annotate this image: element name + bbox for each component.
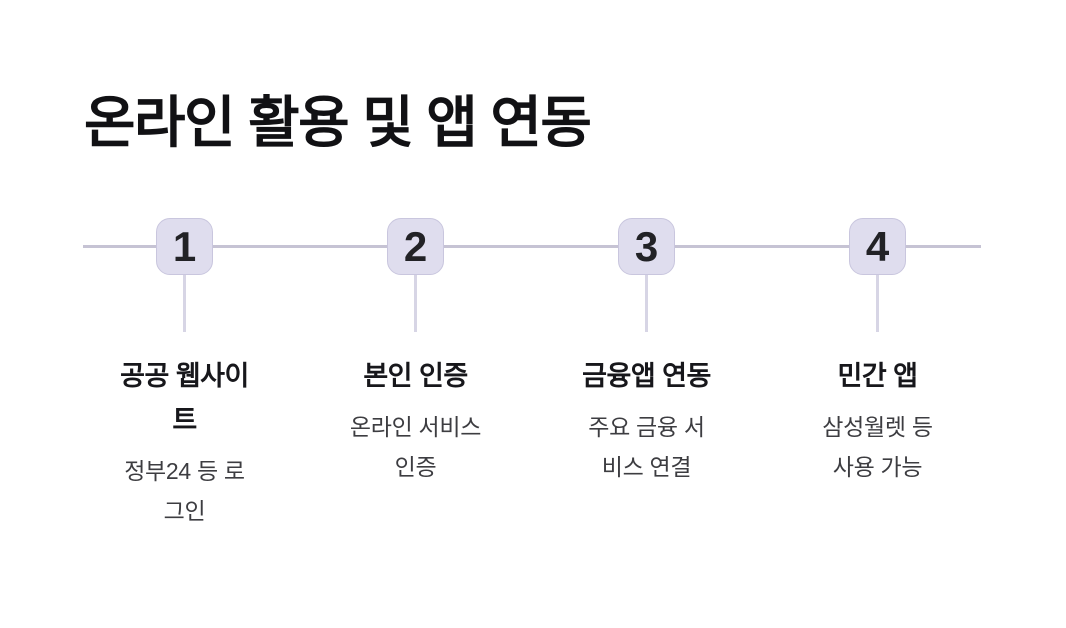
step-number: 2 (403, 222, 428, 270)
step-connector-line (876, 275, 879, 332)
step-title: 금융앱 연동 (582, 361, 711, 391)
step-title: 본인 인증 (363, 361, 468, 391)
step-number-badge: 1 (156, 218, 213, 275)
step-description: 삼성월렛 등 사용 가능 (822, 414, 933, 480)
page-title: 온라인 활용 및 앱 연동 (84, 91, 592, 154)
step-description: 주요 금융 서 비스 연결 (588, 414, 705, 480)
step-connector-line (414, 275, 417, 332)
timeline-step-3: 3 금융앱 연동 주요 금융 서 비스 연결 (531, 218, 762, 531)
timeline-step-4: 4 민간 앱 삼성월렛 등 사용 가능 (762, 218, 993, 531)
step-number-badge: 4 (849, 218, 906, 275)
timeline-axis-line (83, 245, 981, 248)
step-number-badge: 3 (618, 218, 675, 275)
step-number: 4 (865, 222, 890, 270)
step-description: 정부24 등 로 그인 (124, 458, 245, 524)
step-number: 3 (634, 222, 659, 270)
step-number-badge: 2 (387, 218, 444, 275)
step-connector-line (645, 275, 648, 332)
timeline-step-1: 1 공공 웹사이 트 정부24 등 로 그인 (69, 218, 300, 531)
timeline: 1 공공 웹사이 트 정부24 등 로 그인 2 본인 인증 온라인 서비스 인… (0, 218, 1066, 531)
step-title: 공공 웹사이 트 (120, 361, 249, 435)
timeline-step-2: 2 본인 인증 온라인 서비스 인증 (300, 218, 531, 531)
step-title: 민간 앱 (837, 361, 918, 391)
step-number: 1 (172, 222, 197, 270)
step-connector-line (183, 275, 186, 332)
step-description: 온라인 서비스 인증 (349, 414, 482, 480)
